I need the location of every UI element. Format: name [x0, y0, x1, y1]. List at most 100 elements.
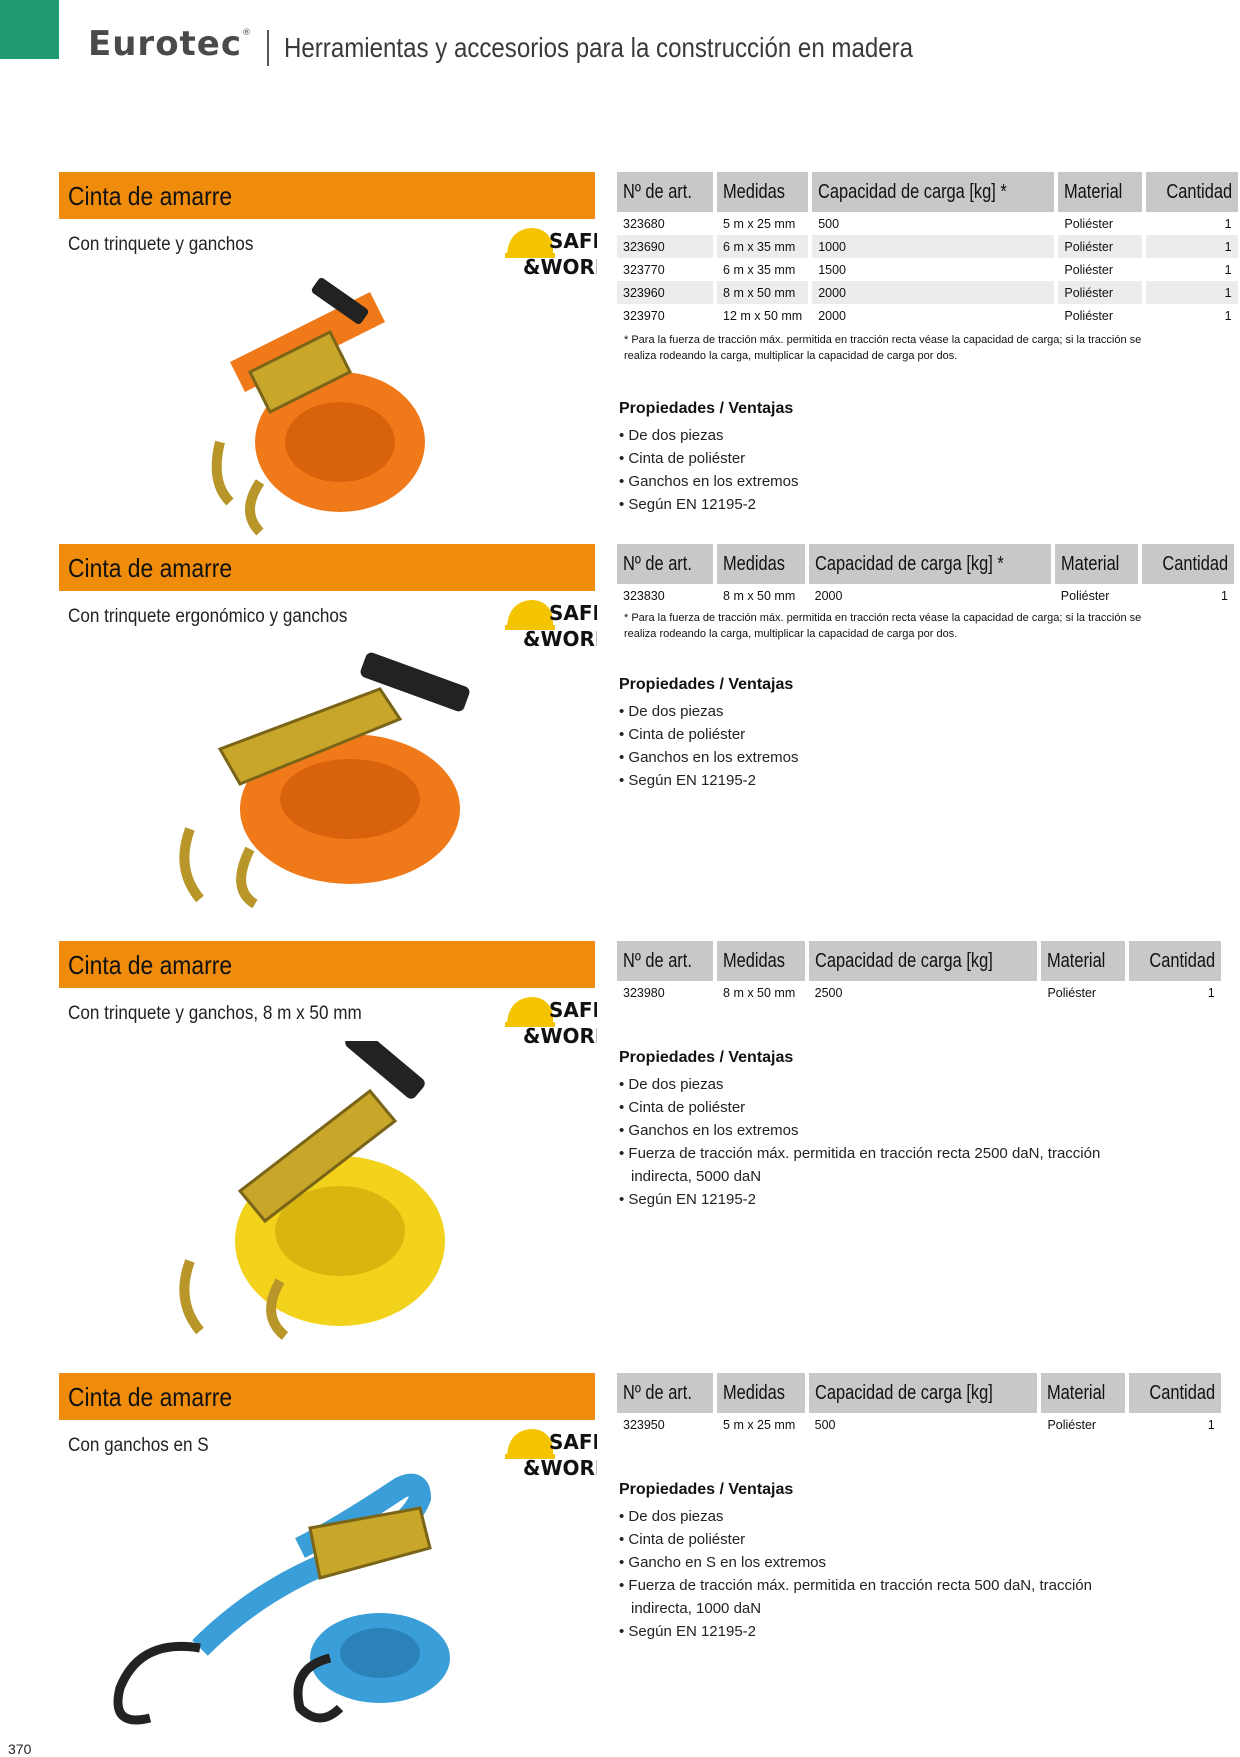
- table-cell: 6 m x 35 mm: [715, 258, 813, 281]
- properties-list: De dos piezasCinta de poliésterGanchos e…: [619, 1073, 1139, 1211]
- table-cell: 1: [1224, 216, 1232, 231]
- table-cell: 323680: [617, 212, 718, 235]
- svg-text:SAFE: SAFE: [549, 998, 597, 1022]
- table-cell: 1: [1207, 985, 1215, 1000]
- list-item: Ganchos en los extremos: [619, 746, 1139, 769]
- table-cell: Poliéster: [1056, 212, 1146, 235]
- properties-heading: Propiedades / Ventajas: [619, 676, 794, 693]
- product-photo: [179, 652, 470, 909]
- properties-list: De dos piezasCinta de poliésterGancho en…: [619, 1505, 1139, 1643]
- list-item: De dos piezas: [619, 700, 1139, 723]
- footnote: * Para la fuerza de tracción máx. permit…: [624, 612, 1142, 640]
- table-cell: 323960: [617, 281, 718, 304]
- table-cell: 5 m x 25 mm: [715, 1413, 809, 1436]
- safe-work-badge: SAFE &WORK: [505, 228, 597, 279]
- section-subtitle: Con trinquete y ganchos: [68, 234, 254, 255]
- table-cell: 323830: [617, 584, 718, 607]
- svg-text:SAFE: SAFE: [549, 601, 597, 625]
- list-item: De dos piezas: [619, 1073, 1139, 1096]
- table-cell: 8 m x 50 mm: [715, 584, 809, 607]
- table-cell: Poliéster: [1056, 235, 1146, 258]
- list-item: Cinta de poliéster: [619, 447, 1139, 470]
- list-item: Cinta de poliéster: [619, 1528, 1139, 1551]
- list-item: Gancho en S en los extremos: [619, 1551, 1139, 1574]
- list-item: Según EN 12195-2: [619, 1188, 1139, 1211]
- svg-text:&WORK: &WORK: [523, 1024, 597, 1048]
- properties-list: De dos piezasCinta de poliésterGanchos e…: [619, 700, 1139, 792]
- product-photo: [211, 277, 425, 536]
- list-item: Cinta de poliéster: [619, 1096, 1139, 1119]
- section-title-bar: Cinta de amarre: [59, 1373, 595, 1420]
- spec-table: Nº de art. Medidas Capacidad de carga [k…: [617, 172, 1238, 327]
- list-item: De dos piezas: [619, 424, 1139, 447]
- product-photo: [113, 1473, 450, 1725]
- spec-table: Nº de art. Medidas Capacidad de carga [k…: [617, 544, 1234, 607]
- table-cell: 2000: [806, 584, 1055, 607]
- table-cell: 8 m x 50 mm: [715, 281, 813, 304]
- table-cell: Poliéster: [1039, 1413, 1129, 1436]
- header-divider: [267, 30, 269, 66]
- table-cell: 1: [1224, 308, 1232, 323]
- spec-table: Nº de art. Medidas Capacidad de carga [k…: [617, 1373, 1221, 1436]
- page-title: Herramientas y accesorios para la constr…: [284, 32, 914, 63]
- svg-text:&WORK: &WORK: [523, 1456, 597, 1480]
- svg-text:SAFE: SAFE: [549, 229, 597, 253]
- brand-logo: Eurotec®: [88, 24, 253, 64]
- table-cell: 1500: [810, 258, 1059, 281]
- list-item: Ganchos en los extremos: [619, 470, 1139, 493]
- list-item: Ganchos en los extremos: [619, 1119, 1139, 1142]
- product-photo: [179, 1041, 445, 1340]
- section-title-bar: Cinta de amarre: [59, 172, 595, 219]
- table-cell: 323690: [617, 235, 718, 258]
- section-title-bar: Cinta de amarre: [59, 544, 595, 591]
- table-cell: Poliéster: [1056, 304, 1146, 327]
- svg-text:&WORK: &WORK: [523, 627, 597, 651]
- table-cell: 323950: [617, 1413, 718, 1436]
- section-title: Cinta de amarre: [68, 553, 233, 583]
- safe-work-badge: SAFE &WORK: [505, 997, 597, 1048]
- table-cell: 1000: [810, 235, 1059, 258]
- list-item: Según EN 12195-2: [619, 769, 1139, 792]
- table-cell: 5 m x 25 mm: [715, 212, 813, 235]
- list-item: Fuerza de tracción máx. permitida en tra…: [619, 1142, 1139, 1188]
- table-cell: Poliéster: [1039, 981, 1129, 1004]
- table-cell: Poliéster: [1056, 281, 1146, 304]
- table-cell: 6 m x 35 mm: [715, 235, 813, 258]
- spec-table: Nº de art. Medidas Capacidad de carga [k…: [617, 941, 1221, 1004]
- section-subtitle: Con ganchos en S: [68, 1435, 209, 1456]
- helmet-icon: [507, 997, 553, 1023]
- table-cell: Poliéster: [1052, 584, 1142, 607]
- table-cell: 2000: [810, 304, 1059, 327]
- list-item: De dos piezas: [619, 1505, 1139, 1528]
- table-cell: 1: [1143, 235, 1238, 258]
- table-cell: 1: [1221, 588, 1228, 603]
- section-subtitle: Con trinquete ergonómico y ganchos: [68, 606, 348, 627]
- table-cell: 323970: [617, 304, 718, 327]
- list-item: Según EN 12195-2: [619, 493, 1139, 516]
- properties-list: De dos piezasCinta de poliésterGanchos e…: [619, 424, 1139, 516]
- section-title: Cinta de amarre: [68, 1382, 233, 1412]
- section-title: Cinta de amarre: [68, 181, 233, 211]
- section-title: Cinta de amarre: [68, 950, 233, 980]
- table-cell: 323770: [617, 258, 718, 281]
- section-title-bar: Cinta de amarre: [59, 941, 595, 988]
- table-cell: 500: [806, 1413, 1042, 1436]
- table-cell: 323980: [617, 981, 718, 1004]
- properties-heading: Propiedades / Ventajas: [619, 1049, 794, 1066]
- properties-heading: Propiedades / Ventajas: [619, 400, 794, 417]
- footnote: * Para la fuerza de tracción máx. permit…: [624, 334, 1142, 362]
- table-cell: 500: [810, 212, 1059, 235]
- helmet-icon: [507, 228, 553, 254]
- helmet-icon: [507, 1429, 553, 1455]
- list-item: Cinta de poliéster: [619, 723, 1139, 746]
- safe-work-badge: SAFE &WORK: [505, 1429, 597, 1480]
- table-cell: 2000: [810, 281, 1059, 304]
- page-number: 370: [8, 1741, 32, 1757]
- table-cell: 1: [1224, 262, 1232, 277]
